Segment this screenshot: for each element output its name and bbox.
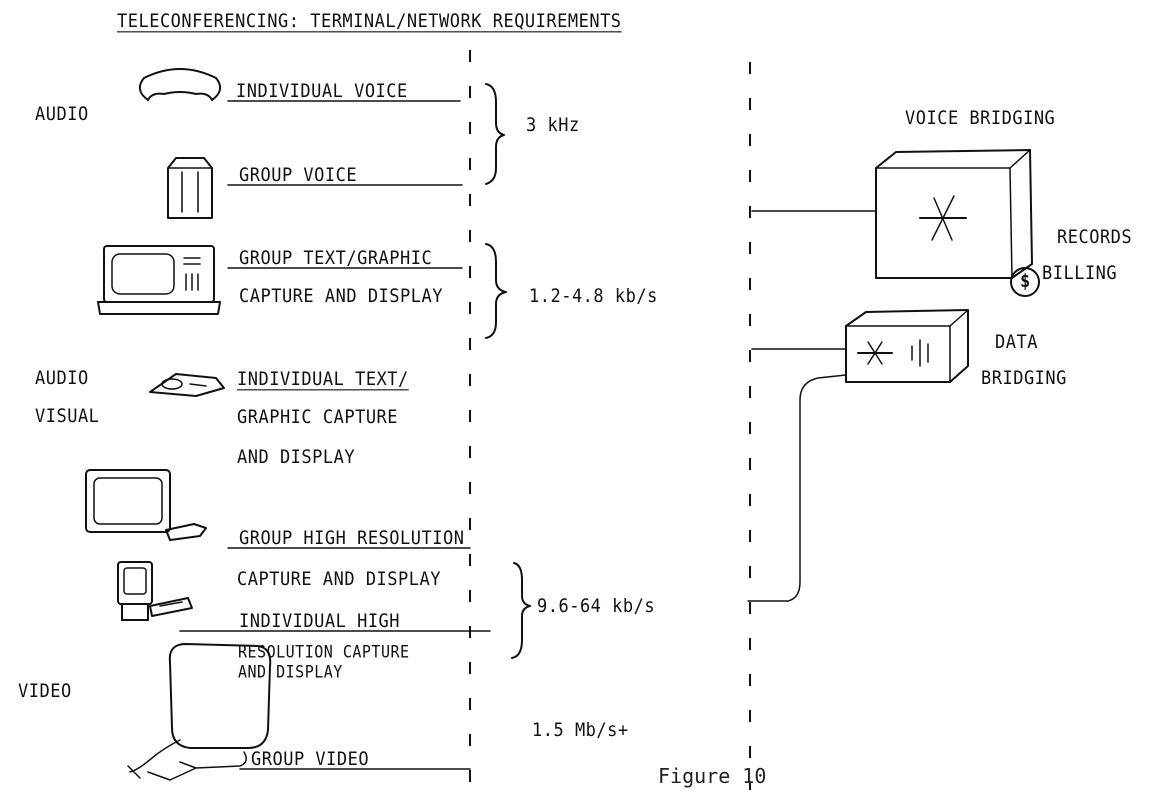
rate-text-graphic: 1.2-4.8 kb/s	[529, 285, 658, 307]
brace-text-graphic	[486, 244, 506, 338]
desktop-computer-icon	[118, 562, 192, 620]
billing-dollar-symbol: $	[1020, 270, 1031, 292]
category-audio-visual-line1: AUDIO	[35, 367, 89, 389]
label-individual-high-res-1: INDIVIDUAL HIGH	[239, 610, 400, 632]
label-group-text-graphic-2: CAPTURE AND DISPLAY	[239, 285, 443, 307]
label-individual-text-2: GRAPHIC CAPTURE	[237, 406, 398, 428]
data-bridge-icon	[846, 310, 968, 382]
billing-label: BILLING	[1042, 262, 1117, 284]
label-individual-voice: INDIVIDUAL VOICE	[236, 80, 408, 102]
brace-high-res	[512, 563, 530, 658]
category-video: VIDEO	[18, 680, 72, 702]
label-individual-high-res-3: AND DISPLAY	[238, 662, 343, 682]
text-terminal-icon	[98, 246, 220, 314]
brace-audio	[486, 84, 504, 184]
label-individual-high-res-2: RESOLUTION CAPTURE	[238, 642, 410, 662]
data-bridging-label-2: BRIDGING	[981, 367, 1067, 389]
rate-audio: 3 kHz	[526, 114, 580, 136]
label-group-text-graphic: GROUP TEXT/GRAPHIC	[239, 247, 432, 269]
rate-high-res: 9.6-64 kb/s	[537, 595, 655, 617]
high-res-monitor-icon	[86, 470, 206, 540]
data-bridging-label-1: DATA	[995, 331, 1038, 353]
figure-caption: Figure 10	[658, 764, 766, 788]
label-group-high-res-2: CAPTURE AND DISPLAY	[237, 568, 441, 590]
category-audio: AUDIO	[35, 103, 89, 125]
rate-video: 1.5 Mb/s+	[532, 719, 629, 741]
label-group-video: GROUP VIDEO	[251, 748, 369, 770]
high-res-to-data-bridge-link	[748, 375, 846, 601]
label-individual-text-3: AND DISPLAY	[237, 446, 355, 468]
speakerphone-icon	[168, 158, 212, 218]
label-individual-text-1: INDIVIDUAL TEXT/	[237, 368, 409, 390]
label-group-high-res-1: GROUP HIGH RESOLUTION	[239, 527, 464, 549]
label-group-voice: GROUP VOICE	[239, 164, 357, 186]
voice-bridge-icon	[876, 150, 1032, 278]
telephone-icon	[140, 69, 220, 100]
handset-terminal-icon	[150, 374, 224, 396]
category-audio-visual-line2: VISUAL	[35, 405, 99, 427]
voice-bridging-label: VOICE BRIDGING	[905, 107, 1055, 129]
records-label: RECORDS	[1057, 226, 1132, 248]
figure-title: TELECONFERENCING: TERMINAL/NETWORK REQUI…	[117, 10, 622, 32]
